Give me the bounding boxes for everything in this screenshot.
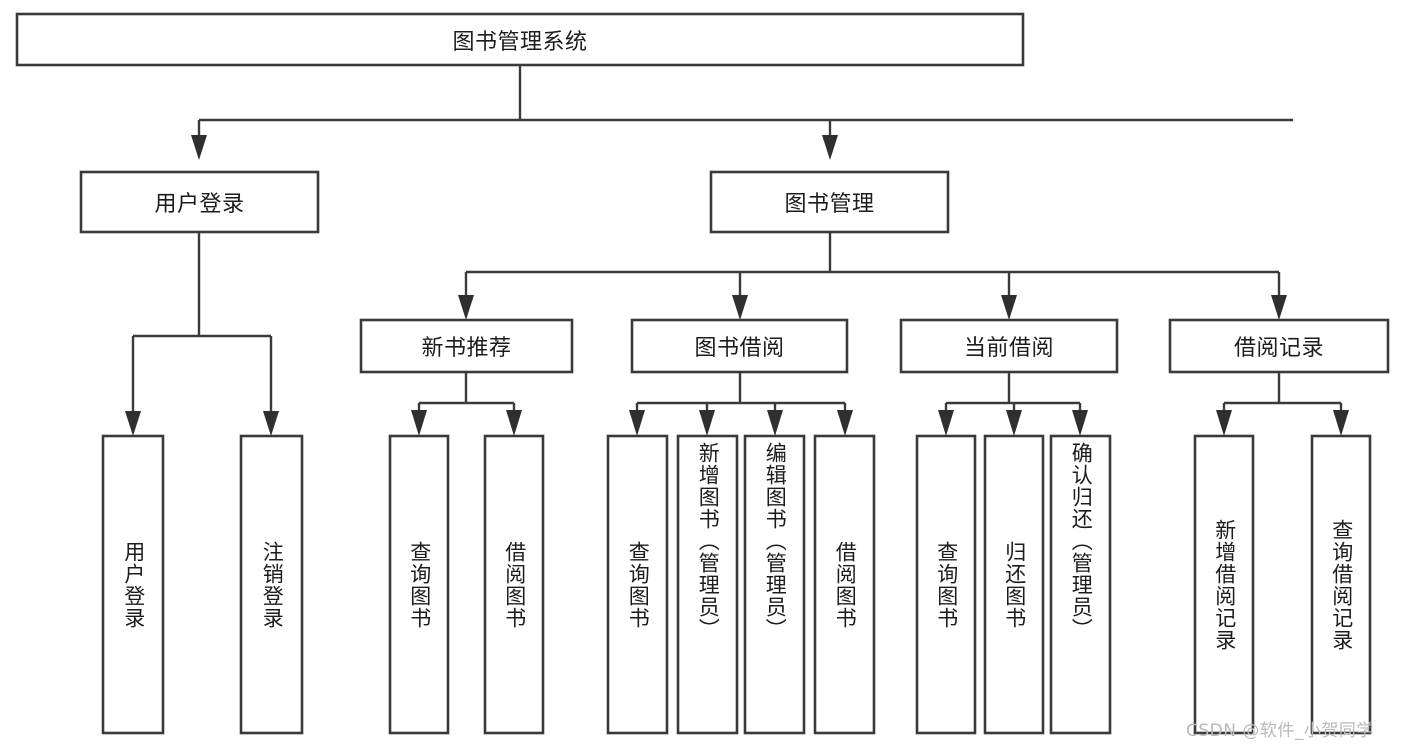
- leaf-box-book-borrow-2[interactable]: [743, 434, 806, 735]
- connector-borrow-record-to-leaves: [1216, 372, 1349, 436]
- leaf-box-book-borrow-3[interactable]: [813, 434, 876, 735]
- leaf-box-book-borrow-0[interactable]: [606, 434, 669, 735]
- connector-current-borrow-to-leaves: [938, 372, 1088, 436]
- node-new-book-recommend-box[interactable]: [359, 318, 574, 374]
- leaf-box-current-borrow-1[interactable]: [983, 434, 1045, 735]
- connector-book-borrow-to-leaves: [629, 372, 853, 436]
- connector-root-to-level2: [191, 65, 1293, 160]
- leaf-box-borrow-record-0[interactable]: [1193, 434, 1255, 735]
- node-root-box[interactable]: [15, 12, 1025, 67]
- leaf-box-borrow-record-1[interactable]: [1310, 434, 1372, 735]
- connector-new-book-recommend-to-leaves: [411, 372, 522, 436]
- leaf-box-new-book-recommend-0[interactable]: [388, 434, 450, 735]
- leaf-box-user-login-0[interactable]: [101, 434, 165, 735]
- node-user-login-box[interactable]: [79, 170, 320, 234]
- leaf-box-current-borrow-2[interactable]: [1049, 434, 1112, 735]
- connector-user-login-to-leaves: [125, 232, 279, 436]
- leaf-box-book-borrow-1[interactable]: [676, 434, 739, 735]
- leaf-box-user-login-1[interactable]: [239, 434, 304, 735]
- node-book-borrow-box[interactable]: [630, 318, 849, 374]
- leaf-box-new-book-recommend-1[interactable]: [483, 434, 545, 735]
- watermark-text: CSDN @软件_小贺同学: [1186, 721, 1374, 741]
- node-current-borrow-box[interactable]: [899, 318, 1119, 374]
- connector-book-management-to-level3: [458, 232, 1287, 320]
- leaf-box-current-borrow-0[interactable]: [915, 434, 977, 735]
- node-borrow-record-box[interactable]: [1168, 318, 1390, 374]
- node-book-management-box[interactable]: [709, 170, 950, 234]
